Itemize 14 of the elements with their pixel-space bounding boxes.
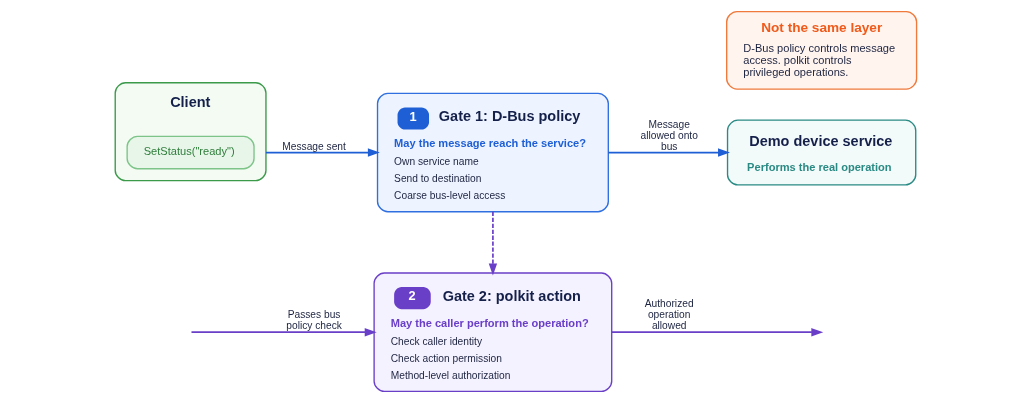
node-box: Demo device service Performs the real operation [726, 119, 916, 186]
node-box: SetStatus("ready") [125, 135, 255, 170]
node-box: 2 Gate 2: polkit action May the caller perform the operation? Check caller identity Check action permission Method-level authorization [372, 272, 612, 393]
edge-label: Passes bus policy check [285, 309, 342, 332]
arrow [610, 328, 823, 337]
node-box: 1 Gate 1: D-Bus policy May the message reach the service? Own service name Send to destination Coarse bus-level access [376, 92, 609, 213]
edge-label: Message allowed onto bus [640, 118, 698, 152]
arrow [607, 148, 730, 157]
arrow [488, 210, 497, 276]
arrow [264, 148, 380, 157]
arrow [190, 328, 377, 337]
edge-label: Message sent [281, 140, 346, 152]
edge-label: Authorized operation allowed [644, 298, 694, 332]
node-box: Not the same layer D-Bus policy controls message access. polkit controls privileged operations. [725, 10, 917, 90]
